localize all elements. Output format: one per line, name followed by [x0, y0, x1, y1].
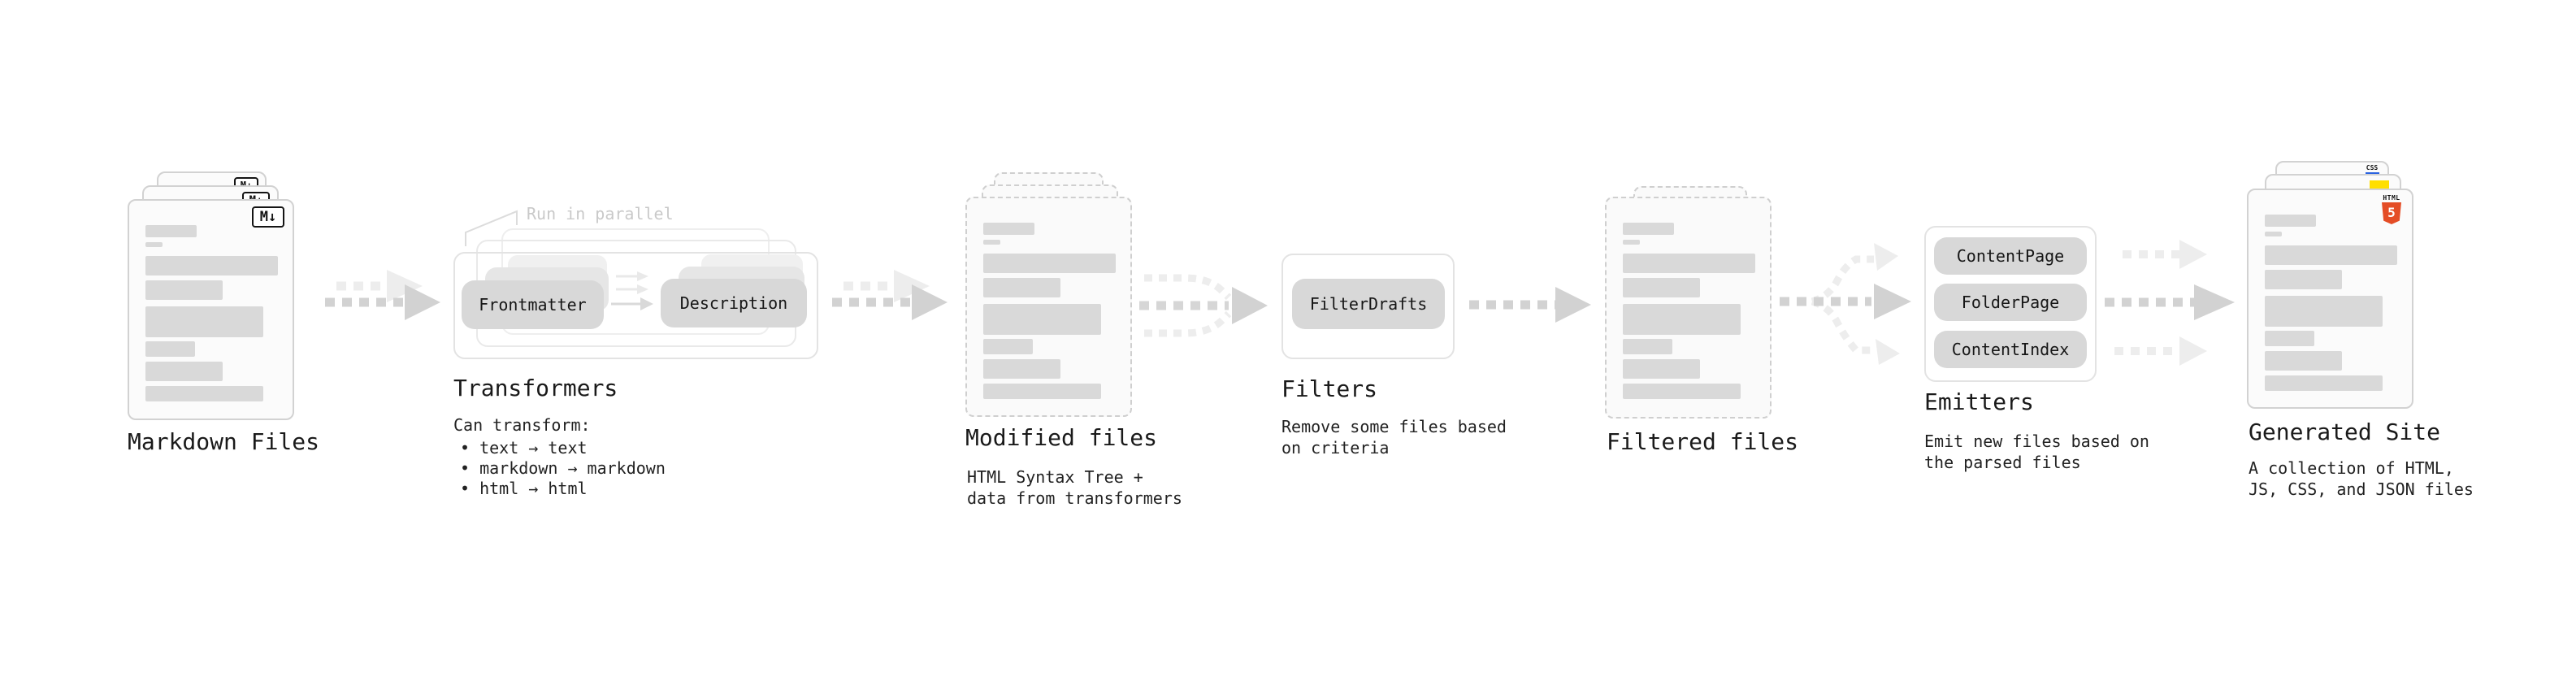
arrow-filters-to-filtered [1469, 287, 1591, 323]
markdown-files-title: Markdown Files [128, 428, 320, 455]
markdown-icon: M↓ [252, 206, 284, 228]
filterdrafts-pill: FilterDrafts [1292, 279, 1445, 329]
filters-title: Filters [1281, 375, 1378, 402]
filtered-files-title: Filtered files [1607, 428, 1799, 455]
arrow-transformers-to-modified [832, 270, 948, 320]
modified-file-card-front [965, 197, 1132, 417]
modified-files-title: Modified files [965, 424, 1158, 451]
emitters-caption-line2: the parsed files [1924, 453, 2081, 472]
arrow-emitters-to-generated [2105, 240, 2235, 366]
run-in-parallel-note: Run in parallel [527, 204, 674, 223]
description-pill: Description [661, 279, 807, 327]
transformers-title: Transformers [453, 375, 618, 401]
markdown-file-card-front: M↓ [128, 199, 294, 420]
js-file-icon [2370, 180, 2389, 189]
arrow-frontmatter-to-description [611, 271, 653, 310]
transform-bullet-markdown: • markdown → markdown [460, 458, 666, 478]
filters-caption-line1: Remove some files based [1281, 417, 1507, 436]
arrow-markdown-to-transformers [325, 270, 440, 320]
generated-site-caption-line1: A collection of HTML, [2249, 458, 2454, 478]
modified-files-caption-line2: data from transformers [967, 488, 1182, 508]
arrow-modified-to-filters-merge [1139, 274, 1268, 337]
modified-files-caption-line1: HTML Syntax Tree + [967, 467, 1143, 487]
folderpage-pill: FolderPage [1934, 284, 2087, 321]
document-content-placeholder [967, 198, 1130, 415]
css-file-icon: CSS [2363, 165, 2381, 175]
emitters-title: Emitters [1924, 388, 2034, 415]
document-content-placeholder [1607, 198, 1770, 417]
emitters-caption-line1: Emit new files based on [1924, 432, 2149, 451]
document-content-placeholder [129, 201, 293, 419]
generated-site-title: Generated Site [2249, 419, 2441, 445]
transformers-caption: Can transform: [453, 415, 591, 435]
arrow-filtered-to-emitters-fanout [1780, 243, 1911, 365]
contentpage-pill: ContentPage [1934, 237, 2087, 275]
generated-file-card-html: HTML 5 [2247, 189, 2413, 409]
frontmatter-pill: Frontmatter [462, 280, 604, 329]
transform-bullet-html: • html → html [460, 479, 588, 498]
transformers-frame-front [453, 252, 818, 359]
contentindex-pill: ContentIndex [1934, 331, 2087, 368]
run-in-parallel-leader-line [465, 210, 518, 246]
filters-caption-line2: on criteria [1281, 438, 1390, 458]
document-content-placeholder [2249, 190, 2412, 407]
html5-icon: HTML 5 [2381, 194, 2402, 224]
transform-bullet-text: • text → text [460, 438, 588, 458]
generated-site-caption-line2: JS, CSS, and JSON files [2249, 479, 2474, 499]
filtered-file-card-front [1605, 197, 1772, 419]
